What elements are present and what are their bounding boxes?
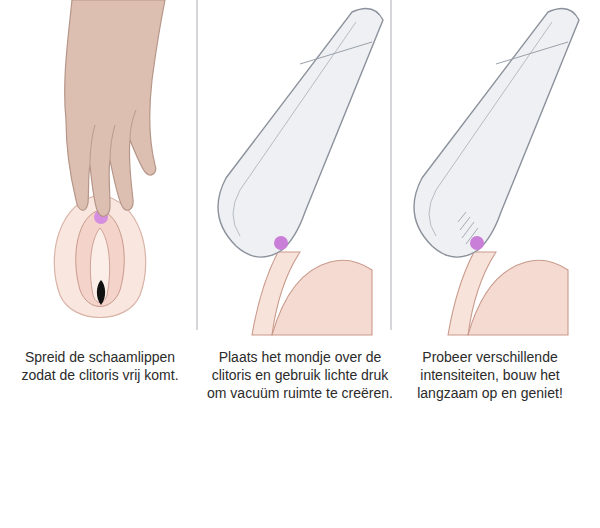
caption: Spreid de schaamlippen zodat de clitoris… — [20, 348, 180, 384]
caption: Probeer verschillende intensiteiten, bou… — [404, 348, 576, 403]
clitoris-dot — [470, 236, 484, 250]
device-figure — [218, 8, 383, 335]
device-figure — [414, 8, 579, 335]
panel-divider — [196, 0, 197, 330]
panel-divider — [390, 0, 391, 330]
hand — [65, 0, 165, 216]
caption: Plaats het mondje over de clitoris en ge… — [203, 348, 397, 403]
clitoris-dot — [274, 236, 288, 250]
